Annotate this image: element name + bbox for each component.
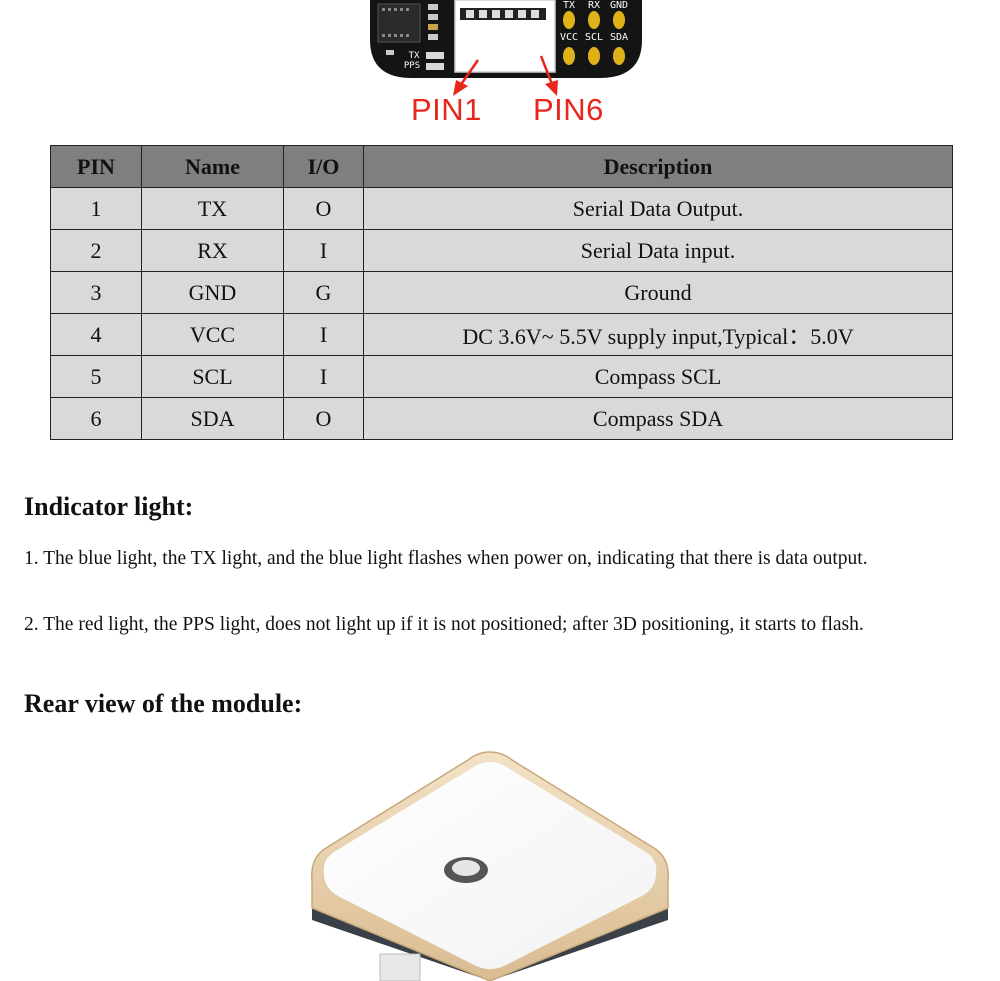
cell-description: Serial Data input.	[363, 229, 953, 272]
cell-io: G	[283, 271, 364, 314]
cell-description: Ground	[363, 271, 953, 314]
cell-pin: 5	[50, 355, 142, 398]
silk-label-scl: SCL	[585, 32, 603, 43]
pin-arrows	[453, 55, 558, 96]
gps-module-rear-image	[311, 751, 669, 981]
cell-name: SDA	[141, 397, 284, 440]
cell-name: SCL	[141, 355, 284, 398]
cell-name: VCC	[141, 313, 284, 356]
pin-definition-table: PIN Name I/O Description 1 TX O Serial D…	[50, 145, 953, 440]
cell-description: Serial Data Output.	[363, 187, 953, 230]
led-label-pps: PPS	[404, 61, 420, 71]
silk-label-gnd: GND	[610, 0, 628, 11]
header-name: Name	[141, 145, 284, 188]
indicator-heading: Indicator light:	[24, 492, 194, 521]
rear-view-heading: Rear view of the module:	[24, 689, 303, 718]
cell-name: GND	[141, 271, 284, 314]
cell-io: I	[283, 313, 364, 356]
table-row: 3 GND G Ground	[50, 271, 953, 314]
cell-pin: 6	[50, 397, 142, 440]
silk-label-sda: SDA	[610, 32, 628, 43]
cell-pin: 2	[50, 229, 142, 272]
cell-description: DC 3.6V~ 5.5V supply input,Typical：5.0V	[363, 313, 953, 356]
table-header-row: PIN Name I/O Description	[50, 145, 953, 188]
indicator-item-2: 2. The red light, the PPS light, does no…	[24, 614, 864, 635]
cell-pin: 4	[50, 313, 142, 356]
silk-label-rx: RX	[588, 0, 600, 11]
silk-label-tx: TX	[563, 0, 575, 11]
table-row: 1 TX O Serial Data Output.	[50, 187, 953, 230]
cell-pin: 3	[50, 271, 142, 314]
table-row: 2 RX I Serial Data input.	[50, 229, 953, 272]
header-io: I/O	[283, 145, 364, 188]
table-row: 5 SCL I Compass SCL	[50, 355, 953, 398]
cell-io: O	[283, 397, 364, 440]
table-row: 4 VCC I DC 3.6V~ 5.5V supply input,Typic…	[50, 313, 953, 356]
cell-io: I	[283, 355, 364, 398]
cell-name: RX	[141, 229, 284, 272]
silk-label-vcc: VCC	[560, 32, 578, 43]
pin6-label: PIN6	[533, 92, 604, 127]
cell-io: O	[283, 187, 364, 230]
pin1-label: PIN1	[411, 92, 482, 127]
cell-name: TX	[141, 187, 284, 230]
indicator-item-1: 1. The blue light, the TX light, and the…	[24, 548, 868, 569]
cell-pin: 1	[50, 187, 142, 230]
table-row: 6 SDA O Compass SDA	[50, 397, 953, 440]
header-pin: PIN	[50, 145, 142, 188]
cell-io: I	[283, 229, 364, 272]
gps-board-image: TX RX GND VCC SCL SDA TX PPS	[370, 0, 642, 96]
cell-description: Compass SDA	[363, 397, 953, 440]
led-label-tx: TX	[409, 51, 420, 61]
header-description: Description	[363, 145, 953, 188]
cell-description: Compass SCL	[363, 355, 953, 398]
